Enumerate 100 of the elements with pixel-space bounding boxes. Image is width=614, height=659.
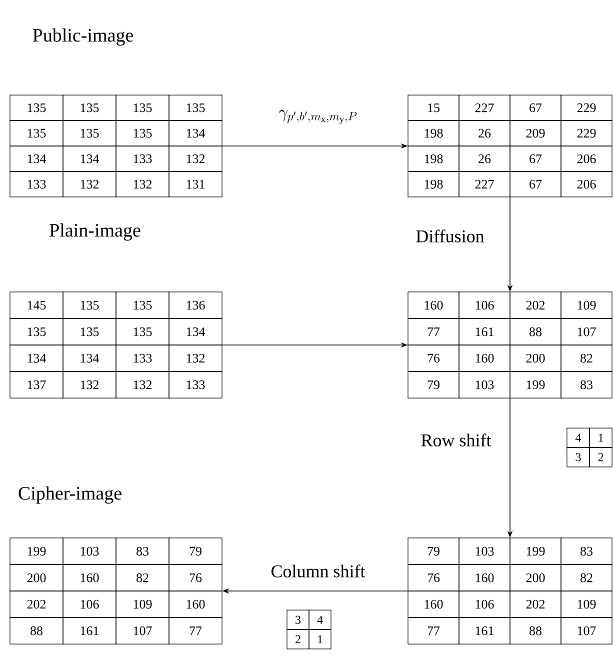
table-cell: 198 [408, 120, 460, 146]
table-cell: 107 [116, 617, 170, 644]
table-cell: 198 [408, 171, 460, 198]
table-cell: 132 [62, 171, 116, 198]
table-cell: 134 [168, 318, 222, 346]
table-cell: 198 [408, 146, 460, 172]
table-cell: 202 [510, 590, 562, 618]
table-cell: 132 [168, 146, 222, 172]
table-cell: 200 [510, 344, 562, 372]
table-cell: 3 [286, 610, 310, 630]
table-cell: 132 [116, 371, 170, 398]
table-cell: 206 [560, 171, 612, 198]
table-cell: 77 [168, 617, 222, 644]
edge-label: Column shift [271, 564, 366, 578]
table-cell: 67 [510, 94, 562, 121]
table-cell: 134 [62, 344, 116, 372]
table-cell: 76 [168, 564, 222, 592]
table-cell: 67 [510, 171, 562, 198]
table-cell: 106 [458, 590, 510, 618]
table-cell: 79 [168, 538, 222, 565]
table-cell: 200 [10, 564, 64, 592]
table-cell: 134 [168, 120, 222, 146]
table-cell: 107 [560, 617, 612, 644]
table-cell: 109 [560, 590, 612, 618]
table-cell: 107 [560, 318, 612, 346]
table-cell: 135 [10, 318, 64, 346]
table-cell: 135 [10, 120, 64, 146]
table-cell: 1 [589, 428, 612, 448]
table-cell: 109 [560, 292, 612, 319]
table-cell: 79 [408, 371, 460, 398]
table-cell: 83 [560, 371, 612, 398]
table-cell: 77 [408, 617, 460, 644]
table-cell: 2 [286, 629, 310, 650]
table-cell: 136 [168, 292, 222, 319]
table-cell: 133 [116, 146, 170, 172]
table-cell: 160 [168, 590, 222, 618]
table-cell: 160 [62, 564, 116, 592]
image-title: Public-image [32, 28, 134, 46]
table-cell: 88 [510, 318, 562, 346]
table-cell: 160 [408, 292, 460, 319]
table-cell: 133 [168, 371, 222, 398]
table-cell: 76 [408, 344, 460, 372]
table-cell: 160 [408, 590, 460, 618]
table-cell: 83 [560, 538, 612, 565]
table-cell: 229 [560, 120, 612, 146]
table-cell: 135 [62, 318, 116, 346]
table-cell: 82 [116, 564, 170, 592]
table-cell: 132 [116, 171, 170, 198]
table-cell: 4 [566, 428, 590, 448]
table-cell: 199 [510, 538, 562, 565]
edge-label: $\gamma_{p',b',m_{\mathrm{x}},m_{\mathrm{y}},P}$ [278, 110, 357, 124]
table-cell: 77 [408, 318, 460, 346]
table-cell: 132 [62, 371, 116, 398]
table-cell: 135 [10, 94, 64, 121]
table-cell: 161 [62, 617, 116, 644]
table-cell: 199 [510, 371, 562, 398]
table-cell: 135 [62, 120, 116, 146]
table-cell: 103 [62, 538, 116, 565]
table-cell: 103 [458, 371, 510, 398]
table-cell: 135 [116, 120, 170, 146]
table-cell: 202 [510, 292, 562, 319]
table-cell: 15 [408, 94, 460, 121]
table-cell: 160 [458, 564, 510, 592]
table-cell: 82 [560, 344, 612, 372]
table-cell: 135 [116, 318, 170, 346]
image-title: Plain-image [50, 223, 140, 241]
table-cell: 200 [510, 564, 562, 592]
table-cell: 88 [510, 617, 562, 644]
table-cell: 109 [116, 590, 170, 618]
table-cell: 135 [62, 94, 116, 121]
table-cell: 229 [560, 94, 612, 121]
table-cell: 137 [10, 371, 64, 398]
table-cell: 76 [408, 564, 460, 592]
table-cell: 79 [408, 538, 460, 565]
table-cell: 134 [10, 344, 64, 372]
edge-label: Diffusion [416, 230, 484, 242]
table-cell: 4 [308, 610, 332, 630]
table-cell: 106 [458, 292, 510, 319]
table-cell: 199 [10, 538, 64, 565]
table-cell: 82 [560, 564, 612, 592]
table-cell: 135 [116, 94, 170, 121]
table-cell: 83 [116, 538, 170, 565]
table-cell: 161 [458, 617, 510, 644]
table-cell: 135 [116, 292, 170, 319]
table-cell: 160 [458, 344, 510, 372]
table-cell: 88 [10, 617, 64, 644]
table-cell: 227 [458, 171, 510, 198]
table-cell: 135 [62, 292, 116, 319]
table-cell: 3 [566, 447, 590, 468]
table-cell: 131 [168, 171, 222, 198]
table-cell: 26 [458, 120, 510, 146]
table-cell: 132 [168, 344, 222, 372]
table-cell: 106 [62, 590, 116, 618]
table-cell: 145 [10, 292, 64, 319]
edge-label: Row shift [421, 434, 492, 446]
table-cell: 26 [458, 146, 510, 172]
table-cell: 202 [10, 590, 64, 618]
table-cell: 1 [308, 629, 332, 650]
table-cell: 133 [116, 344, 170, 372]
table-cell: 209 [510, 120, 562, 146]
